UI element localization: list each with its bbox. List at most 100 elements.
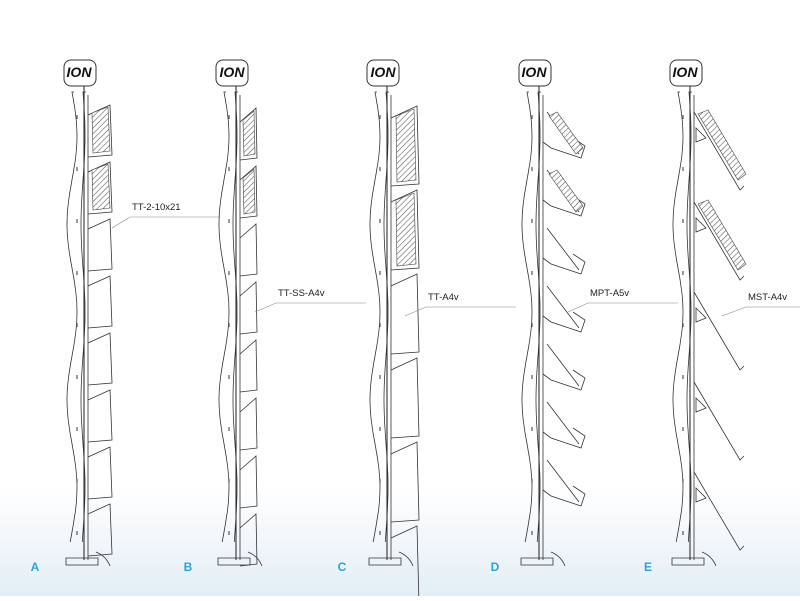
pocket-front [546, 401, 580, 445]
base-foot [701, 551, 717, 567]
stand-base [520, 557, 554, 566]
brand-logo-e: ION [672, 64, 698, 80]
brochure-fill [91, 106, 111, 154]
stand-b [215, 59, 366, 567]
callout-line [567, 302, 678, 313]
brochure-fill [697, 109, 747, 181]
wire-bracket [695, 397, 707, 413]
brochure-fill [242, 168, 256, 215]
sign-board [518, 59, 552, 87]
stand-base [217, 557, 251, 566]
pocket-front [546, 285, 580, 329]
callout-line [404, 306, 516, 317]
pocket-outline [87, 332, 113, 386]
base-foot [550, 551, 566, 567]
pocket-outline [390, 525, 420, 601]
pocket-outline [87, 275, 113, 329]
callout-line [254, 302, 366, 313]
brand-logo-c: ION [370, 64, 396, 80]
callout-line [111, 216, 220, 229]
variant-letter-e: E [643, 560, 652, 574]
stand-base [368, 557, 402, 566]
pocket-outline [87, 104, 113, 158]
pocket-outline [542, 253, 586, 275]
model-label-c: TT-A4v [428, 292, 459, 303]
wave-panel-left [66, 91, 78, 543]
pocket-outline [239, 281, 258, 335]
pocket-outline [239, 397, 258, 451]
stand-c [366, 59, 516, 601]
pocket-outline [542, 485, 586, 507]
stand-base [671, 557, 705, 566]
variant-letter-d: D [490, 560, 500, 574]
sign-board [215, 59, 249, 87]
pocket-outline [239, 455, 258, 509]
pocket-outline [390, 189, 420, 271]
callout-line [721, 306, 800, 317]
brochure-fill [242, 110, 256, 157]
pocket-outline [239, 165, 258, 219]
pocket-outline [542, 195, 586, 217]
brochure-fill [548, 111, 584, 155]
pocket-outline [542, 427, 586, 449]
pocket-outline [390, 441, 420, 523]
model-label-b: TT-SS-A4v [278, 288, 325, 299]
brochure-fill [395, 108, 417, 183]
pocket-outline [390, 273, 420, 355]
pocket-outline [542, 311, 586, 333]
wire-bracket [695, 217, 707, 233]
pocket-outline [239, 339, 258, 393]
wire-bracket [695, 127, 707, 143]
pocket-outline [239, 513, 258, 567]
pocket-outline [542, 369, 586, 391]
wire-holder [693, 471, 745, 551]
variant-letter-a: A [30, 560, 40, 574]
wire-bracket [695, 307, 707, 323]
wire-holder [693, 381, 745, 461]
model-label-d: MPT-A5v [590, 288, 630, 299]
brand-logo-b: ION [219, 64, 245, 80]
pocket-outline [87, 161, 113, 215]
brochure-fill [91, 163, 111, 211]
brand-logo-a: ION [66, 64, 92, 80]
brand-logo-d: ION [521, 64, 547, 80]
brochure-fill [395, 192, 417, 267]
pocket-outline [87, 218, 113, 272]
stand-e [669, 59, 800, 567]
wave-panel-left [218, 91, 230, 543]
wave-panel-left [369, 91, 381, 543]
pocket-outline [87, 503, 113, 557]
pocket-outline [390, 105, 420, 187]
stand-a [63, 59, 220, 567]
brochure-fill [548, 169, 584, 213]
pocket-front [546, 227, 580, 271]
wire-bracket [695, 487, 707, 503]
wire-holder [693, 201, 745, 281]
variant-letter-c: C [337, 560, 347, 574]
pocket-outline [390, 357, 420, 439]
sign-board [366, 59, 400, 87]
pocket-outline [239, 107, 258, 161]
sign-board [63, 59, 97, 87]
variant-letter-b: B [183, 560, 193, 574]
stand-d [518, 59, 678, 567]
base-foot [398, 551, 414, 567]
pocket-outline [87, 446, 113, 500]
wave-panel-left [672, 91, 684, 543]
wire-holder [693, 291, 745, 371]
model-label-e: MST-A4v [748, 292, 788, 303]
pocket-outline [239, 223, 258, 277]
wire-holder [693, 111, 745, 191]
sign-board [669, 59, 703, 87]
pocket-outline [542, 137, 586, 159]
pocket-front [546, 343, 580, 387]
wave-panel-left [521, 91, 533, 543]
pocket-outline [87, 389, 113, 443]
base-foot [95, 551, 111, 567]
model-label-a: TT-2-10x21 [132, 202, 181, 213]
brochure-fill [697, 199, 747, 271]
stand-base [65, 557, 99, 566]
pocket-front [546, 459, 580, 503]
